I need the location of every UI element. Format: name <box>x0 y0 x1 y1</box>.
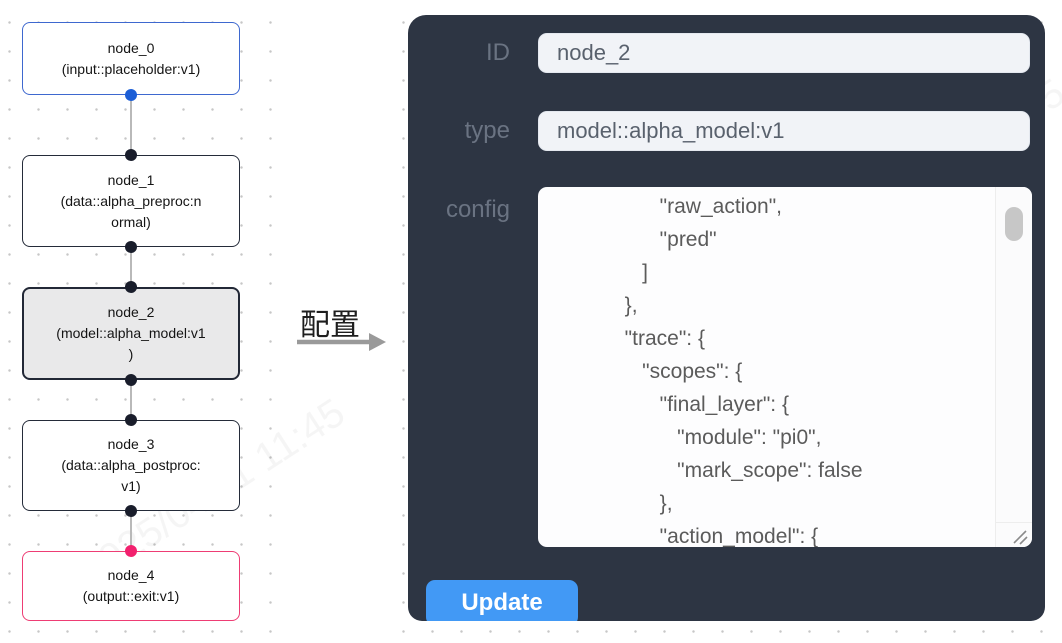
flow-node-node_2[interactable]: node_2 (model::alpha_model:v1 ) <box>22 287 240 380</box>
flow-node-node_0[interactable]: node_0 (input::placeholder:v1) <box>22 22 240 95</box>
edge-connector <box>130 247 132 287</box>
port-dot[interactable] <box>125 241 137 253</box>
node-label-line: (input::placeholder:v1) <box>61 60 201 77</box>
node-label-line: node_1 <box>107 171 155 188</box>
node-label-line: node_0 <box>107 39 155 56</box>
node-label-line: (model::alpha_model:v1 <box>56 325 206 341</box>
type-label: type <box>464 117 510 144</box>
editor-scrollbar-thumb[interactable] <box>1005 207 1023 241</box>
node-label-line: node_4 <box>107 567 155 583</box>
port-dot[interactable] <box>125 505 137 517</box>
node-label-line: v1) <box>121 478 141 494</box>
node-label-line: (data::alpha_postproc: <box>61 457 201 473</box>
node-label-line: ormal) <box>111 213 151 230</box>
transfer-arrow-icon <box>297 333 386 351</box>
port-dot[interactable] <box>125 281 137 293</box>
flow-node-node_3[interactable]: node_3 (data::alpha_postproc: v1) <box>22 420 240 511</box>
id-input[interactable] <box>538 33 1030 73</box>
port-dot[interactable] <box>125 89 137 101</box>
node-label-line: ) <box>128 346 134 362</box>
editor-scrollbar[interactable] <box>995 187 1032 522</box>
node-label-line: node_3 <box>107 436 155 452</box>
port-dot[interactable] <box>125 545 137 557</box>
port-dot[interactable] <box>125 149 137 161</box>
edge-connector <box>130 511 132 551</box>
port-dot[interactable] <box>125 414 137 426</box>
config-panel: ID type config "raw_action", "pred" ] },… <box>408 15 1045 621</box>
config-json-text: "raw_action", "pred" ] }, "trace": { "sc… <box>624 195 863 547</box>
id-label: ID <box>486 39 510 66</box>
config-label: config <box>445 196 510 223</box>
node-label-line: (output::exit:v1) <box>82 588 180 604</box>
flow-node-node_4[interactable]: node_4 (output::exit:v1) <box>22 551 240 621</box>
config-editor[interactable]: "raw_action", "pred" ] }, "trace": { "sc… <box>538 187 1032 547</box>
resize-handle-icon[interactable] <box>996 523 1032 547</box>
edge-connector <box>130 95 132 155</box>
update-button[interactable]: Update <box>426 580 578 621</box>
config-transfer-label: 配置 <box>300 309 360 342</box>
node-label-line: (data::alpha_preproc:n <box>60 192 202 209</box>
node-label-line: node_2 <box>107 304 155 320</box>
port-dot[interactable] <box>125 374 137 386</box>
edge-connector <box>130 380 132 420</box>
type-input[interactable] <box>538 111 1030 151</box>
flow-node-node_1[interactable]: node_1 (data::alpha_preproc:n ormal) <box>22 155 240 247</box>
editor-resize-corner <box>995 522 1032 547</box>
